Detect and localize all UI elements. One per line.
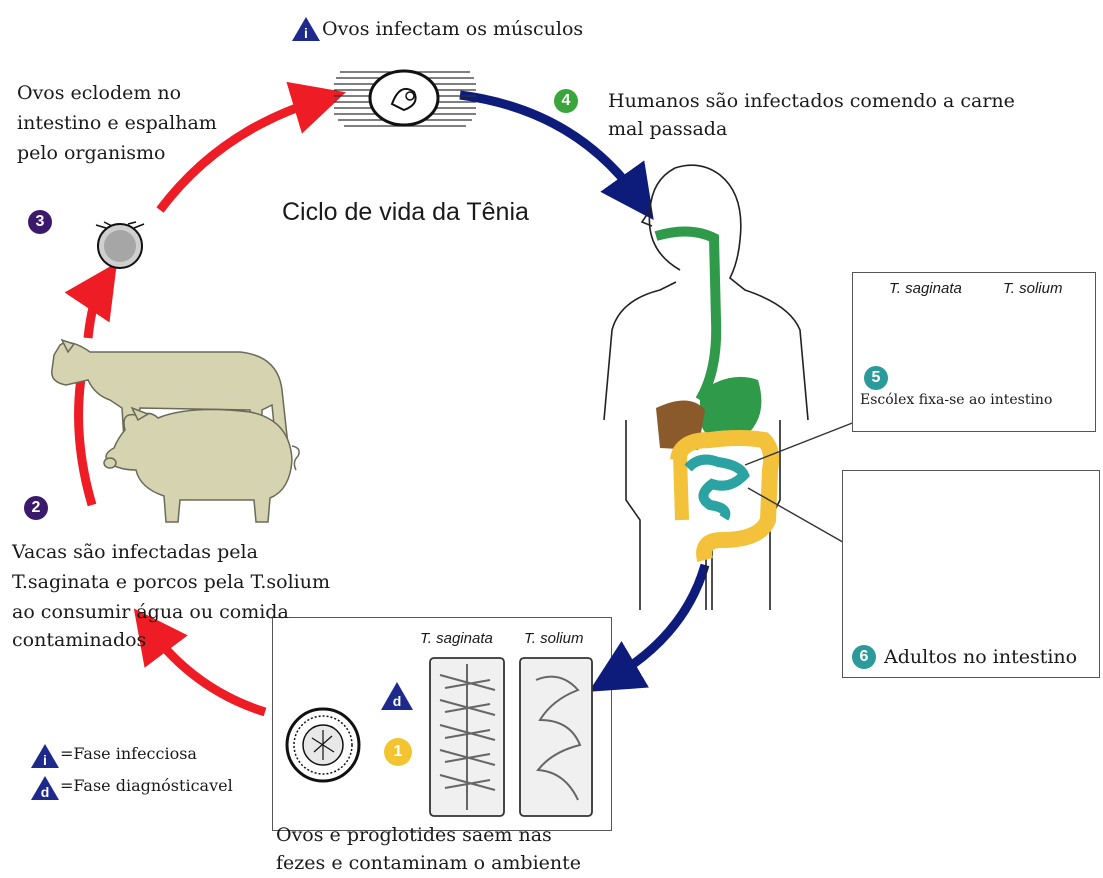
stage-1-text-line1: Ovos e proglotides saem nas <box>276 824 552 846</box>
adults-panel <box>842 470 1100 678</box>
legend-diagnostic-triangle-icon: d <box>31 776 59 800</box>
stage-5-badge: 5 <box>864 366 888 390</box>
stage-2-text-line3: ao consumir água ou comida <box>12 601 289 623</box>
legend-diagnostic-text: =Fase diagnósticavel <box>60 776 233 795</box>
legend-infectious-triangle-icon: i <box>31 744 59 768</box>
stage-6-badge: 6 <box>852 645 876 669</box>
zoom-line-adults <box>747 487 849 546</box>
stage-3-badge: 3 <box>28 210 52 234</box>
stage-2-text-line2: T.saginata e porcos pela T.solium <box>12 571 331 593</box>
scolex-panel <box>852 272 1096 432</box>
stage-1-badge: 1 <box>384 738 412 766</box>
scolex-label-saginata: T. saginata <box>889 280 962 297</box>
diagnostic-triangle-icon: d <box>381 682 413 710</box>
arrow-i-to-4 <box>459 90 654 220</box>
digestive-tract-icon <box>654 226 780 562</box>
diagram-title: Ciclo de vida da Tênia <box>282 198 529 226</box>
stage-1-text-line2: fezes e contaminam o ambiente <box>276 852 582 874</box>
stage-6-text: Adultos no intestino <box>884 646 1078 668</box>
egg-icon <box>285 707 361 783</box>
infectious-triangle-icon: i <box>292 17 320 41</box>
stage-2-text-line4: contaminados <box>12 629 147 651</box>
svg-text:d: d <box>41 784 50 800</box>
stage-4-badge: 4 <box>554 89 578 113</box>
arrow-2-to-3 <box>64 262 117 339</box>
arrow-3-to-i <box>156 81 346 213</box>
proglottid-solium-icon <box>519 657 593 817</box>
arrow-1-to-2 <box>133 608 267 717</box>
arrow-6-to-1 <box>588 563 710 692</box>
scolex-label-solium: T. solium <box>1003 280 1063 297</box>
stage-2-text-line1: Vacas são infectadas pela <box>12 541 258 563</box>
proglottid-label-solium: T. solium <box>524 630 584 647</box>
stage-4-text-line2: mal passada <box>608 118 728 140</box>
svg-text:i: i <box>304 25 308 41</box>
svg-text:d: d <box>393 693 402 709</box>
proglottid-saginata-icon <box>429 657 505 817</box>
stage-i-text: Ovos infectam os músculos <box>322 18 584 40</box>
oncosphere-icon <box>95 221 145 269</box>
pig-icon <box>103 406 300 523</box>
muscle-cyst-icon <box>334 69 476 127</box>
proglottid-label-saginata: T. saginata <box>420 630 493 647</box>
stage-3-text-line2: intestino e espalham <box>17 112 217 134</box>
stage-2-badge: 2 <box>24 496 48 520</box>
svg-text:i: i <box>43 752 47 768</box>
stage-5-text: Escólex fixa-se ao intestino <box>860 392 1053 408</box>
legend-infectious-text: =Fase infecciosa <box>60 744 197 763</box>
stage-3-text-line1: Ovos eclodem no <box>17 82 182 104</box>
stage-3-text-line3: pelo organismo <box>17 142 166 164</box>
zoom-line-scolex <box>744 419 861 466</box>
stage-4-text-line1: Humanos são infectados comendo a carne <box>608 90 1015 112</box>
